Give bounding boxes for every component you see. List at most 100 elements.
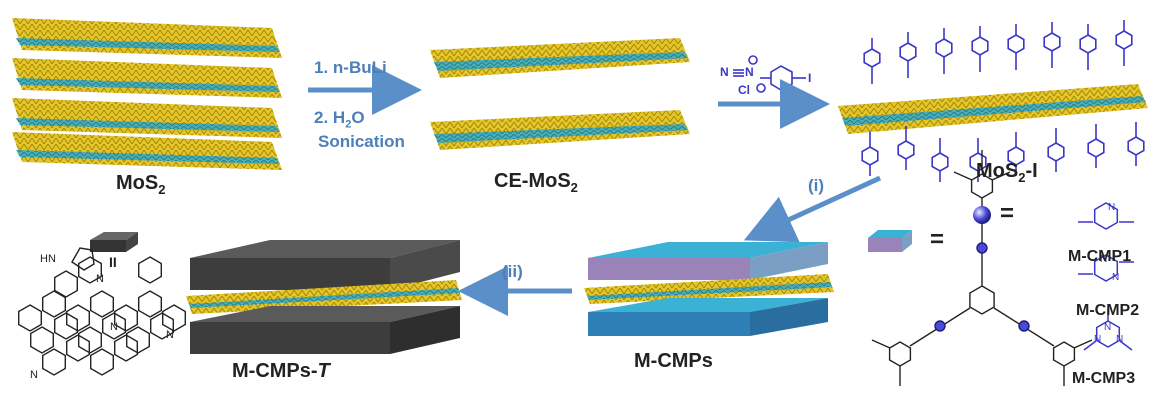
process-arrows — [308, 65, 882, 316]
ce-mos2-sheets — [430, 38, 690, 150]
step-n-buli: 1. n-BuLi — [314, 58, 387, 77]
pah-ring — [54, 312, 79, 340]
label-m-cmps-t-main: M-CMPs- — [232, 360, 318, 382]
aryl-up-ring — [1043, 32, 1061, 52]
pah-ring — [18, 304, 42, 332]
monomer-n-label: N — [1116, 334, 1123, 345]
monomer-pyrazine-ring — [1093, 254, 1119, 282]
monomer-n-label: N — [1094, 334, 1101, 345]
step-h2o-main: 2. H — [314, 108, 346, 127]
step-ii: (ii) — [502, 262, 523, 281]
cmp-left-ring — [888, 341, 912, 367]
step-h2o-suffix: O — [351, 108, 365, 127]
monomer-n-label: N — [1100, 254, 1107, 265]
label-mos2: MoS2 — [116, 172, 165, 197]
cmp-end-group — [991, 171, 1011, 181]
block-legend-label: II — [109, 254, 117, 270]
reagent-n2-right: N — [745, 65, 754, 79]
cmp-monomer-node — [934, 320, 946, 332]
pah-ring — [101, 312, 127, 340]
pah-ring — [30, 326, 54, 354]
reagent-n2-left: N — [720, 65, 729, 79]
aryl-down-ring — [1047, 142, 1065, 162]
label-ce-mos2-main: CE-MoS — [494, 170, 571, 192]
pah-n-label: N — [96, 273, 104, 285]
m-cmps-sandwich — [584, 242, 834, 336]
monomer-bond — [1083, 340, 1097, 351]
pah-ring — [77, 256, 103, 284]
pah-ring — [137, 290, 163, 318]
label-m-cmp3: M-CMP3 — [1072, 370, 1136, 387]
aryl-up-ring — [1079, 34, 1097, 54]
pyrrole-ring — [71, 247, 95, 271]
aryl-up-ring — [899, 42, 917, 62]
pah-carbon-structure: HN N N N N — [18, 247, 187, 381]
pah-n-label: N — [166, 329, 174, 341]
aryl-down-ring — [931, 152, 949, 172]
pah-ring — [149, 312, 175, 340]
cmp-network-structure — [871, 150, 1093, 386]
equals-sign-2: = — [930, 226, 945, 253]
label-ce-mos2: CE-MoS2 — [494, 170, 578, 195]
bulk-mos2-stack — [12, 18, 282, 170]
label-mos2-main: MoS — [116, 172, 159, 194]
monomer-triazine-ring — [1095, 320, 1121, 348]
cmp-end-group — [1073, 339, 1093, 349]
pah-n-label: N — [30, 369, 38, 381]
label-m-cmp1: M-CMP1 — [1068, 248, 1132, 265]
step-sonication: Sonication — [318, 132, 405, 151]
label-mos2-sub: 2 — [158, 182, 166, 197]
cmp-end-group — [871, 339, 891, 349]
cmp-core-ring — [969, 285, 995, 315]
reagent-iodo: I — [808, 71, 811, 85]
monomer-n-label: N — [1104, 322, 1111, 333]
pah-n-label: N — [110, 321, 118, 333]
aryl-down-ring — [861, 146, 879, 166]
aryl-up-ring — [1115, 30, 1133, 50]
label-mos2-i-sub: 2 — [1018, 170, 1026, 185]
monomer-n-label: N — [1108, 202, 1115, 213]
aryl-up-ring — [863, 48, 881, 68]
aryl-up-ring — [971, 36, 989, 56]
label-m-cmps: M-CMPs — [634, 350, 713, 372]
m-cmps-t-sandwich — [186, 240, 462, 354]
polymer-block-icon — [868, 230, 912, 252]
label-mos2-i-main: MoS — [976, 160, 1019, 182]
step-h2o-sub: 2 — [345, 118, 352, 131]
cmp-monomer-node — [1018, 320, 1030, 332]
label-m-cmps-t-italic: T — [317, 360, 330, 382]
monomer-pyridine-ring — [1093, 202, 1119, 230]
reagent-chloride: Cl — [738, 83, 750, 97]
cmp-monomer-node — [976, 242, 988, 254]
pah-ring — [89, 290, 115, 318]
step-i: (i) — [808, 176, 825, 195]
aryl-up-ring — [935, 38, 953, 58]
mos2-i-sheet — [838, 20, 1148, 182]
cmp-right-ring — [1052, 341, 1076, 367]
aryl-down-ring — [1127, 136, 1145, 156]
cmp-end-group — [953, 171, 973, 181]
aryl-down-ring — [1087, 138, 1105, 158]
pah-ring — [42, 290, 67, 318]
label-mos2-i-suffix: -I — [1025, 160, 1038, 182]
label-m-cmps-t: M-CMPs-T — [232, 360, 330, 383]
label-ce-mos2-sub: 2 — [570, 180, 578, 195]
equals-sign-1: = — [1000, 200, 1015, 227]
pah-ring — [65, 334, 91, 362]
pah-ring — [42, 348, 67, 376]
aryl-down-ring — [897, 140, 915, 160]
aryl-up-ring — [1007, 34, 1025, 54]
label-mos2-i: MoS2-I — [976, 160, 1038, 185]
pah-ring — [137, 256, 163, 284]
step-h2o: 2. H2O — [314, 108, 365, 130]
pah-ring — [113, 334, 139, 362]
pah-ring — [89, 348, 115, 376]
label-m-cmp2: M-CMP2 — [1076, 302, 1140, 319]
monomer-bond — [1119, 340, 1133, 351]
pah-ring — [54, 270, 79, 298]
monomer-n-label: N — [1112, 272, 1119, 283]
monomer-ball-icon — [973, 206, 991, 224]
pah-nh-label: HN — [40, 253, 56, 265]
